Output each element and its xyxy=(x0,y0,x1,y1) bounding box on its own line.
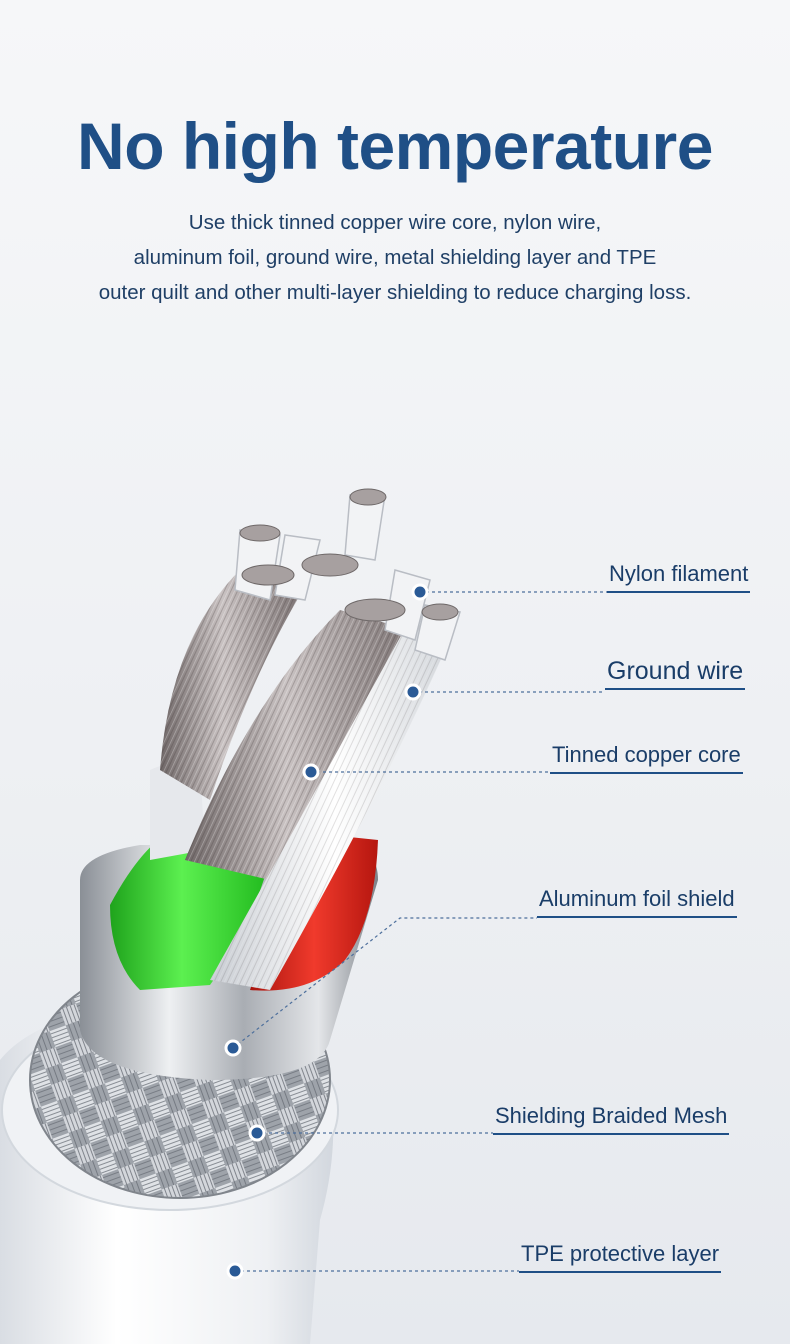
label-shielding-braided-mesh: Shielding Braided Mesh xyxy=(493,1102,730,1135)
marker-copper xyxy=(302,763,320,781)
label-tpe-protective-layer: TPE protective layer xyxy=(519,1240,722,1273)
description-line-1: Use thick tinned copper wire core, nylon… xyxy=(188,211,602,234)
description-line-3: outer quilt and other multi-layer shield… xyxy=(98,281,692,304)
label-nylon-filament: Nylon filament xyxy=(607,560,751,593)
marker-braid xyxy=(248,1124,266,1142)
marker-foil xyxy=(224,1039,242,1057)
strand-end-caps xyxy=(239,488,459,622)
label-aluminum-foil-shield: Aluminum foil shield xyxy=(537,885,737,918)
label-tinned-copper-core: Tinned copper core xyxy=(550,741,743,774)
marker-ground xyxy=(404,683,422,701)
label-ground-wire: Ground wire xyxy=(605,657,746,690)
callout-markers xyxy=(224,583,429,1280)
description: Use thick tinned copper wire core, nylon… xyxy=(40,205,750,310)
leader-lines xyxy=(232,591,607,1272)
marker-tpe xyxy=(226,1262,244,1280)
description-line-2: aluminum foil, ground wire, metal shield… xyxy=(133,246,657,269)
page-title: No high temperature xyxy=(77,109,713,183)
marker-nylon xyxy=(411,583,429,601)
